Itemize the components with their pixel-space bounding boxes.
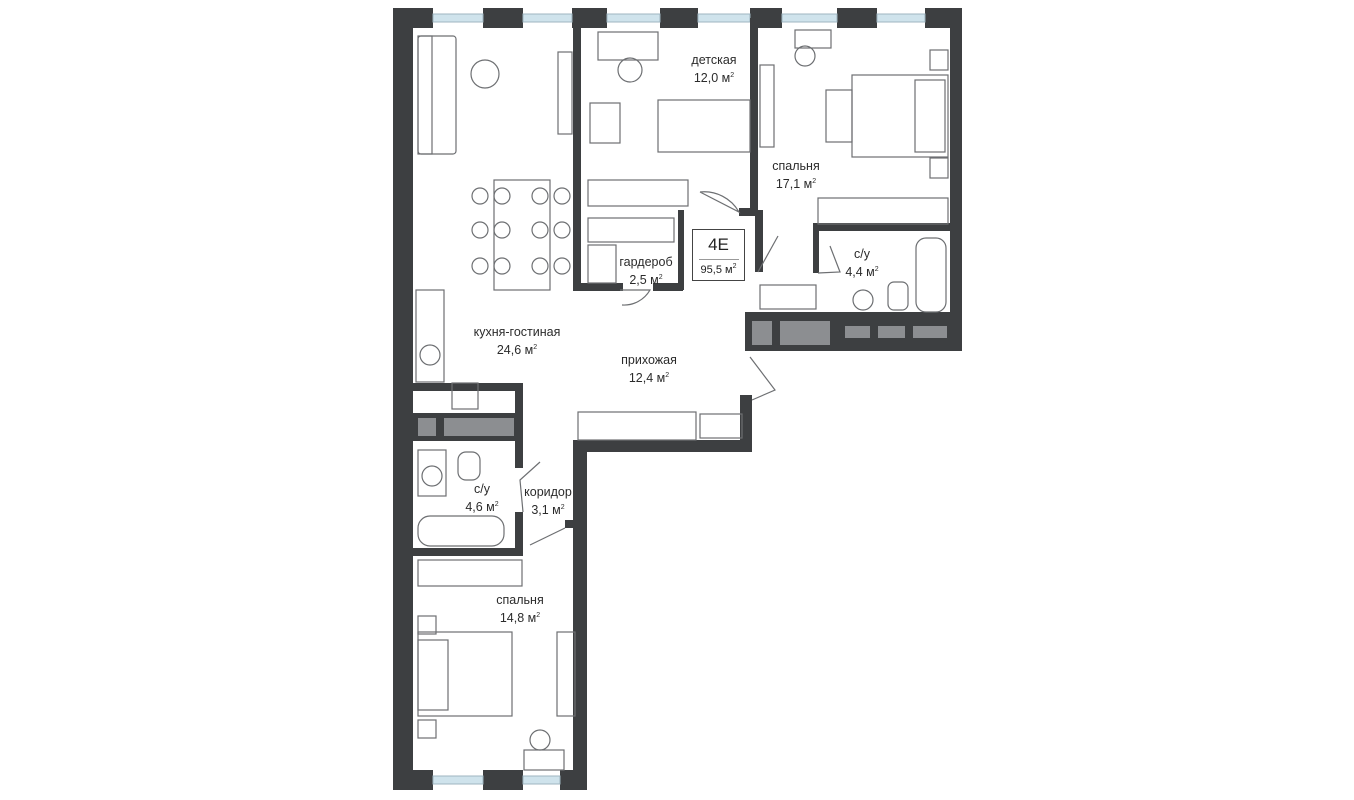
room-name: спальня: [772, 159, 820, 173]
area-unit-sup: 2: [665, 372, 670, 379]
room-name: с/у: [474, 482, 490, 496]
interior-walls: [413, 18, 950, 556]
furniture: [415, 29, 949, 771]
room-area: 3,1 м: [531, 503, 561, 517]
room-area: 4,6 м: [465, 500, 495, 514]
room-label-kids: детская 12,0 м2: [688, 52, 740, 86]
room-area: 12,4 м: [628, 371, 666, 385]
room-name: прихожая: [621, 353, 677, 367]
room-label-bathroom-right: с/у 4,4 м2: [840, 246, 884, 280]
wall-panels: [418, 321, 947, 436]
room-label-bathroom-left: с/у 4,6 м2: [460, 481, 504, 515]
room-name: коридор: [524, 485, 572, 499]
room-label-bedroom-left: спальня 14,8 м2: [492, 592, 548, 626]
room-area: 14,8 м: [499, 611, 537, 625]
room-label-kitchen-living: кухня-гостиная 24,6 м2: [462, 324, 572, 358]
room-name: кухня-гостиная: [473, 325, 561, 339]
room-area: 24,6 м: [496, 343, 534, 357]
room-label-hallway: прихожая 12,4 м2: [614, 352, 684, 386]
apartment-badge: 4E 95,5 м2: [692, 229, 745, 281]
door-swings: [519, 191, 841, 546]
room-area: 17,1 м: [775, 177, 813, 191]
area-unit-sup: 2: [658, 274, 663, 281]
room-area: 12,0 м: [693, 71, 731, 85]
room-label-corridor: коридор 3,1 м2: [516, 484, 580, 518]
room-name: спальня: [496, 593, 544, 607]
area-unit-sup: 2: [560, 504, 565, 511]
area-unit-sup: 2: [812, 178, 817, 185]
area-unit-sup: 2: [533, 344, 538, 351]
room-label-wardrobe: гардероб 2,5 м2: [616, 254, 676, 288]
room-name: детская: [691, 53, 737, 67]
apartment-code: 4E: [708, 235, 729, 254]
room-area: 4,4 м: [845, 265, 875, 279]
area-unit-sup: 2: [730, 72, 735, 79]
room-label-bedroom-right: спальня 17,1 м2: [768, 158, 824, 192]
area-unit-sup: 2: [874, 266, 879, 273]
room-name: гардероб: [619, 255, 673, 269]
apartment-total-area: 95,5 м: [700, 264, 733, 276]
area-unit-sup: 2: [732, 263, 737, 270]
windows: [432, 13, 926, 785]
area-unit-sup: 2: [536, 612, 541, 619]
room-name: с/у: [854, 247, 870, 261]
room-area: 2,5 м: [629, 273, 659, 287]
badge-divider: [698, 259, 739, 260]
area-unit-sup: 2: [494, 501, 499, 508]
